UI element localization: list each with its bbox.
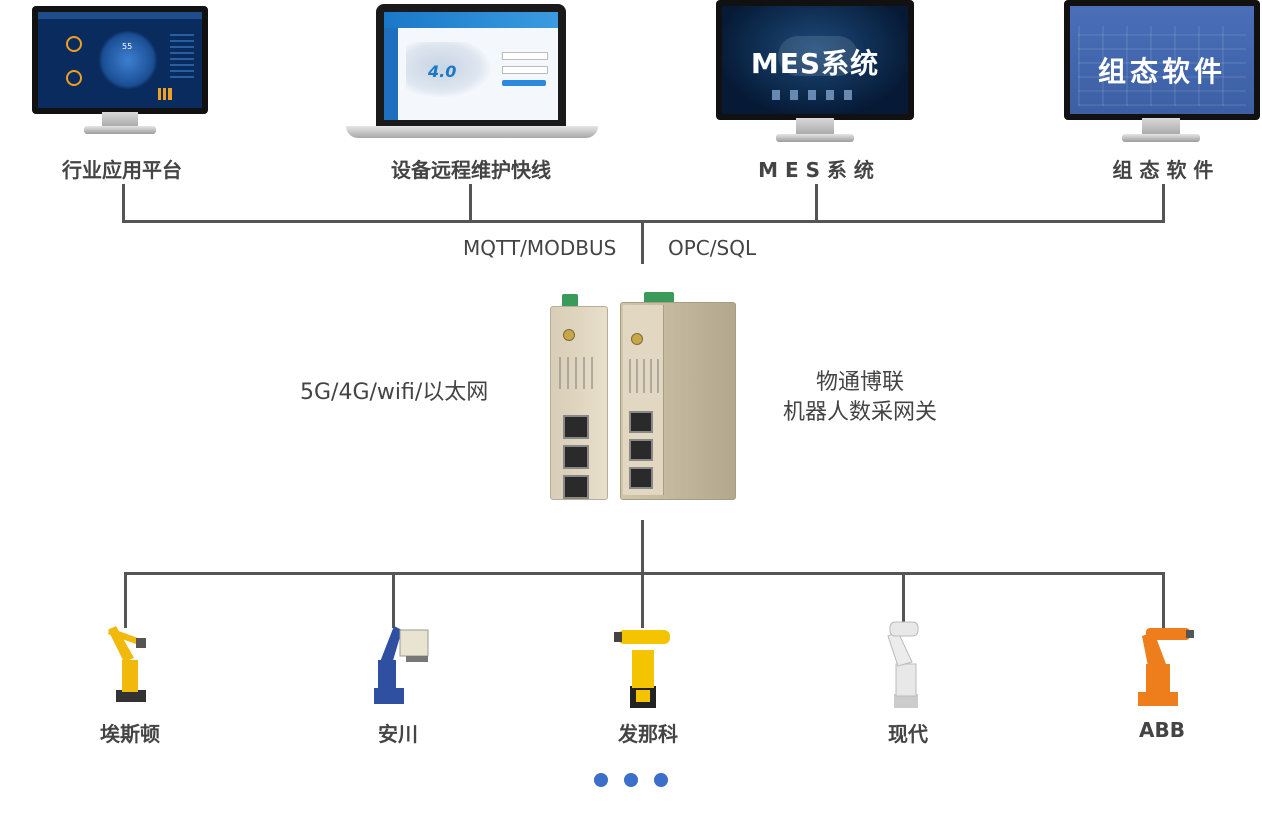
top-drop-1	[122, 184, 125, 222]
pager-dot-2[interactable]	[624, 773, 638, 787]
ethernet-port-icon	[563, 475, 589, 499]
platform-monitor: 55	[32, 6, 208, 138]
laptop-lid: 4.0	[376, 4, 566, 126]
monitor-stand	[102, 112, 138, 128]
bar-chart-icon	[158, 88, 172, 100]
scada-monitor: 组态软件	[1064, 0, 1262, 150]
top-bus	[122, 220, 1165, 223]
protocol-right: OPC/SQL	[668, 236, 757, 260]
device-icons	[772, 90, 862, 100]
laptop-sidebar	[384, 28, 398, 120]
top-drop-4	[1162, 184, 1165, 222]
robot-label-hyundai: 现代	[888, 722, 928, 746]
laptop: 4.0	[346, 4, 598, 144]
top-drop-2	[469, 184, 472, 222]
laptop-screen: 4.0	[384, 12, 558, 120]
mes-screen-title: MES系统	[750, 47, 880, 80]
robot-label-yaskawa: 安川	[378, 722, 418, 746]
antenna-port-icon	[563, 329, 575, 341]
laptop-base	[346, 126, 598, 138]
robot-arm-icon	[1132, 624, 1196, 708]
scada-plant-diagram	[1078, 26, 1246, 106]
scada-screen-title: 组态软件	[1097, 55, 1226, 88]
cloud-icon	[778, 36, 858, 76]
robot-label-abb: ABB	[1139, 718, 1185, 742]
mes-monitor: MES系统	[716, 0, 916, 150]
ethernet-port-icon	[629, 467, 653, 489]
platform-value: 55	[122, 42, 133, 51]
monitor-stand	[1142, 118, 1180, 136]
bottom-drop-1	[124, 572, 127, 628]
robot-label-estun: 埃斯顿	[100, 722, 160, 746]
login-form	[502, 52, 548, 96]
robot-arm-icon	[612, 620, 674, 710]
network-label: 5G/4G/wifi/以太网	[300, 380, 489, 405]
bottom-drop-4	[902, 572, 905, 628]
laptop-titlebar	[384, 12, 558, 28]
gateway-device	[548, 292, 738, 502]
robot-label-fanuc: 发那科	[618, 722, 678, 746]
gateway-front-panel	[550, 306, 608, 500]
side-panel	[170, 30, 194, 80]
china-map-icon	[98, 30, 158, 90]
bottom-drop-2	[392, 572, 395, 628]
robot-arm-icon	[98, 618, 158, 704]
gauge-icon	[66, 36, 82, 52]
gateway-terminal-front	[562, 294, 578, 308]
gateway-title-line1: 物通博联	[815, 370, 904, 395]
mes-screen: MES系统	[716, 0, 914, 120]
led-panel	[629, 359, 659, 393]
gateway-title: 物通博联 机器人数采网关	[770, 368, 950, 428]
scada-screen: 组态软件	[1064, 0, 1260, 120]
industry-badge: 4.0	[428, 62, 457, 81]
ethernet-port-icon	[563, 445, 589, 469]
back-front-face	[623, 305, 664, 495]
led-panel	[559, 357, 599, 389]
gateway-downlink	[641, 520, 644, 574]
gauge-icon	[66, 70, 82, 86]
world-map-icon	[406, 42, 492, 98]
ethernet-port-icon	[563, 415, 589, 439]
gateway-back-panel	[620, 302, 736, 500]
protocol-left: MQTT/MODBUS	[463, 236, 617, 260]
system-label-mes: M E S 系 统	[758, 158, 874, 182]
robot-arm-icon	[880, 618, 932, 710]
system-label-remote: 设备远程维护快线	[391, 158, 551, 182]
bottom-bus	[124, 572, 1165, 575]
platform-screen: 55	[32, 6, 208, 114]
monitor-base	[1122, 134, 1200, 142]
ethernet-port-icon	[629, 411, 653, 433]
robot-arm-icon	[366, 620, 436, 706]
pager-dot-3[interactable]	[654, 773, 668, 787]
gateway-uplink	[641, 222, 644, 264]
system-label-platform: 行业应用平台	[62, 158, 182, 182]
top-drop-3	[815, 184, 818, 222]
gateway-title-line2: 机器人数采网关	[782, 400, 937, 425]
monitor-base	[776, 134, 854, 142]
monitor-base	[84, 126, 156, 134]
pager-dot-1[interactable]	[594, 773, 608, 787]
antenna-port-icon	[631, 333, 643, 345]
monitor-stand	[796, 118, 834, 136]
system-label-scada: 组 态 软 件	[1112, 158, 1214, 182]
platform-topbar	[38, 12, 202, 19]
bottom-drop-3	[641, 572, 644, 628]
ethernet-port-icon	[629, 439, 653, 461]
bottom-drop-5	[1162, 572, 1165, 628]
